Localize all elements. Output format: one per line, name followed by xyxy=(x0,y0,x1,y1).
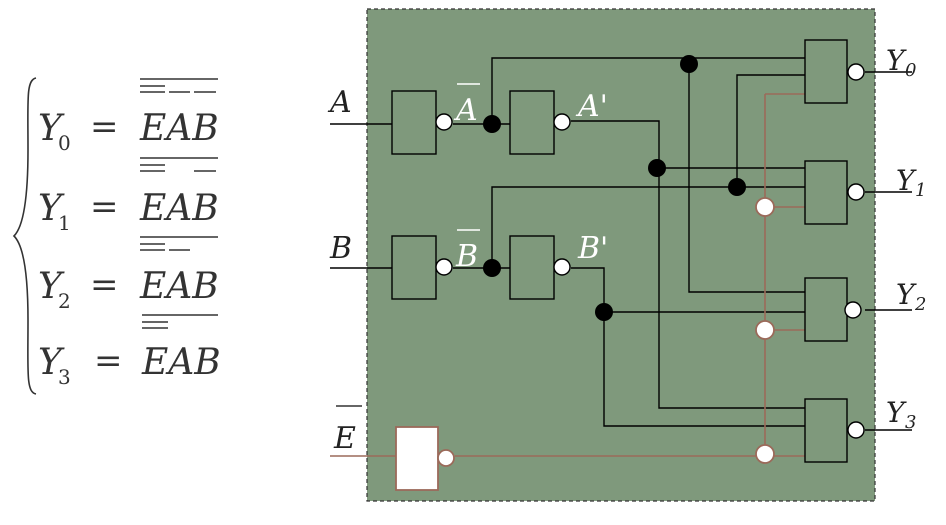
nand-gate-y1 xyxy=(804,160,848,225)
wire-abar-y0 xyxy=(491,57,805,124)
nand-gate-y3-bubble xyxy=(847,421,865,439)
output-labels: Y 0 Y 1 Y 2 Y 3 xyxy=(886,44,926,433)
not-gate-a-bubble xyxy=(435,113,453,131)
eq-y2-rhs: EAB xyxy=(139,266,219,307)
not-gate-abar-bubble xyxy=(553,113,571,131)
eq-y3-sub: 3 xyxy=(58,365,71,389)
output-y1-sub: 1 xyxy=(915,180,926,201)
signal-wires xyxy=(330,57,912,431)
eq-y3-equals: = xyxy=(94,341,123,381)
nand-gate-y2-bubble xyxy=(844,301,862,319)
nand-gate-y1-bubble xyxy=(847,183,865,201)
wire-aprime xyxy=(571,120,805,409)
label-abar: A xyxy=(453,93,478,128)
wire-bbar-y1 xyxy=(491,186,805,268)
eq-y2-sub: 2 xyxy=(58,289,71,313)
eq-y2-lhs: Y xyxy=(38,266,65,307)
junction-abar xyxy=(483,115,501,133)
wire-bbar-y0 xyxy=(736,74,805,187)
eq-y1-equals: = xyxy=(90,187,119,227)
eq-y2-equals: = xyxy=(90,265,119,305)
equation-y0: Y 0 = EAB xyxy=(38,78,219,155)
equation-system: Y 0 = EAB Y 1 = EAB Y 2 = EAB xyxy=(12,77,221,395)
not-gate-b xyxy=(391,235,437,300)
output-y0-label: Y xyxy=(886,44,907,77)
eq-y1-rhs: EAB xyxy=(139,188,219,229)
output-y3-sub: 3 xyxy=(905,412,916,433)
circuit-panel xyxy=(366,8,876,502)
eq-y1-sub: 1 xyxy=(58,211,71,235)
junctions xyxy=(483,55,775,464)
junction-aprime xyxy=(648,159,666,177)
equation-y2: Y 2 = EAB xyxy=(38,236,219,313)
eq-y1-lhs: Y xyxy=(38,188,65,229)
input-b-label: B xyxy=(329,231,352,266)
output-y1-label: Y xyxy=(896,164,917,197)
enable-inverter-bubble xyxy=(437,449,455,467)
input-a-label: A xyxy=(327,85,352,120)
enable-wires xyxy=(330,93,805,457)
wire-bprime-y3 xyxy=(571,267,805,427)
output-y2-label: Y xyxy=(896,278,917,311)
junction-enable-y1 xyxy=(755,197,775,217)
label-bbar: B xyxy=(455,239,478,274)
eq-y0-equals: = xyxy=(90,107,119,147)
junction-bbar-right xyxy=(728,178,746,196)
eq-y0-lhs: Y xyxy=(38,108,65,149)
equation-y3: Y 3 = EAB xyxy=(38,314,221,389)
junction-enable-y3 xyxy=(755,444,775,464)
eq-y3-lhs: Y xyxy=(38,342,65,383)
eq-y3-rhs: EAB xyxy=(141,342,221,383)
input-e-label: E xyxy=(333,421,356,456)
decoder-circuit: A B E xyxy=(327,8,926,502)
left-brace xyxy=(12,77,37,395)
not-gate-a xyxy=(391,90,437,155)
equation-y1: Y 1 = EAB xyxy=(38,157,219,235)
label-aprime: A' xyxy=(575,89,608,124)
nand-gate-y0-bubble xyxy=(847,63,865,81)
label-bprime: B' xyxy=(577,231,608,266)
junction-enable-y2 xyxy=(755,320,775,340)
enable-inverter-gate xyxy=(395,426,439,491)
wire-abar-y2 xyxy=(688,58,805,293)
not-gate-bbar xyxy=(509,235,555,300)
not-gate-abar xyxy=(509,90,555,155)
not-gate-b-bubble xyxy=(435,258,453,276)
nand-gate-y2 xyxy=(804,277,848,342)
junction-abar-top xyxy=(680,55,698,73)
gates xyxy=(391,39,865,491)
output-y3-label: Y xyxy=(886,396,907,429)
eq-y0-sub: 0 xyxy=(58,131,71,155)
nand-gate-y3 xyxy=(804,398,848,463)
output-y0-sub: 0 xyxy=(905,60,916,81)
junction-bprime xyxy=(595,303,613,321)
junction-bbar xyxy=(483,259,501,277)
eq-y0-rhs: EAB xyxy=(139,108,219,149)
output-y2-sub: 2 xyxy=(914,294,926,315)
nand-gate-y0 xyxy=(804,39,848,104)
not-gate-bbar-bubble xyxy=(553,258,571,276)
